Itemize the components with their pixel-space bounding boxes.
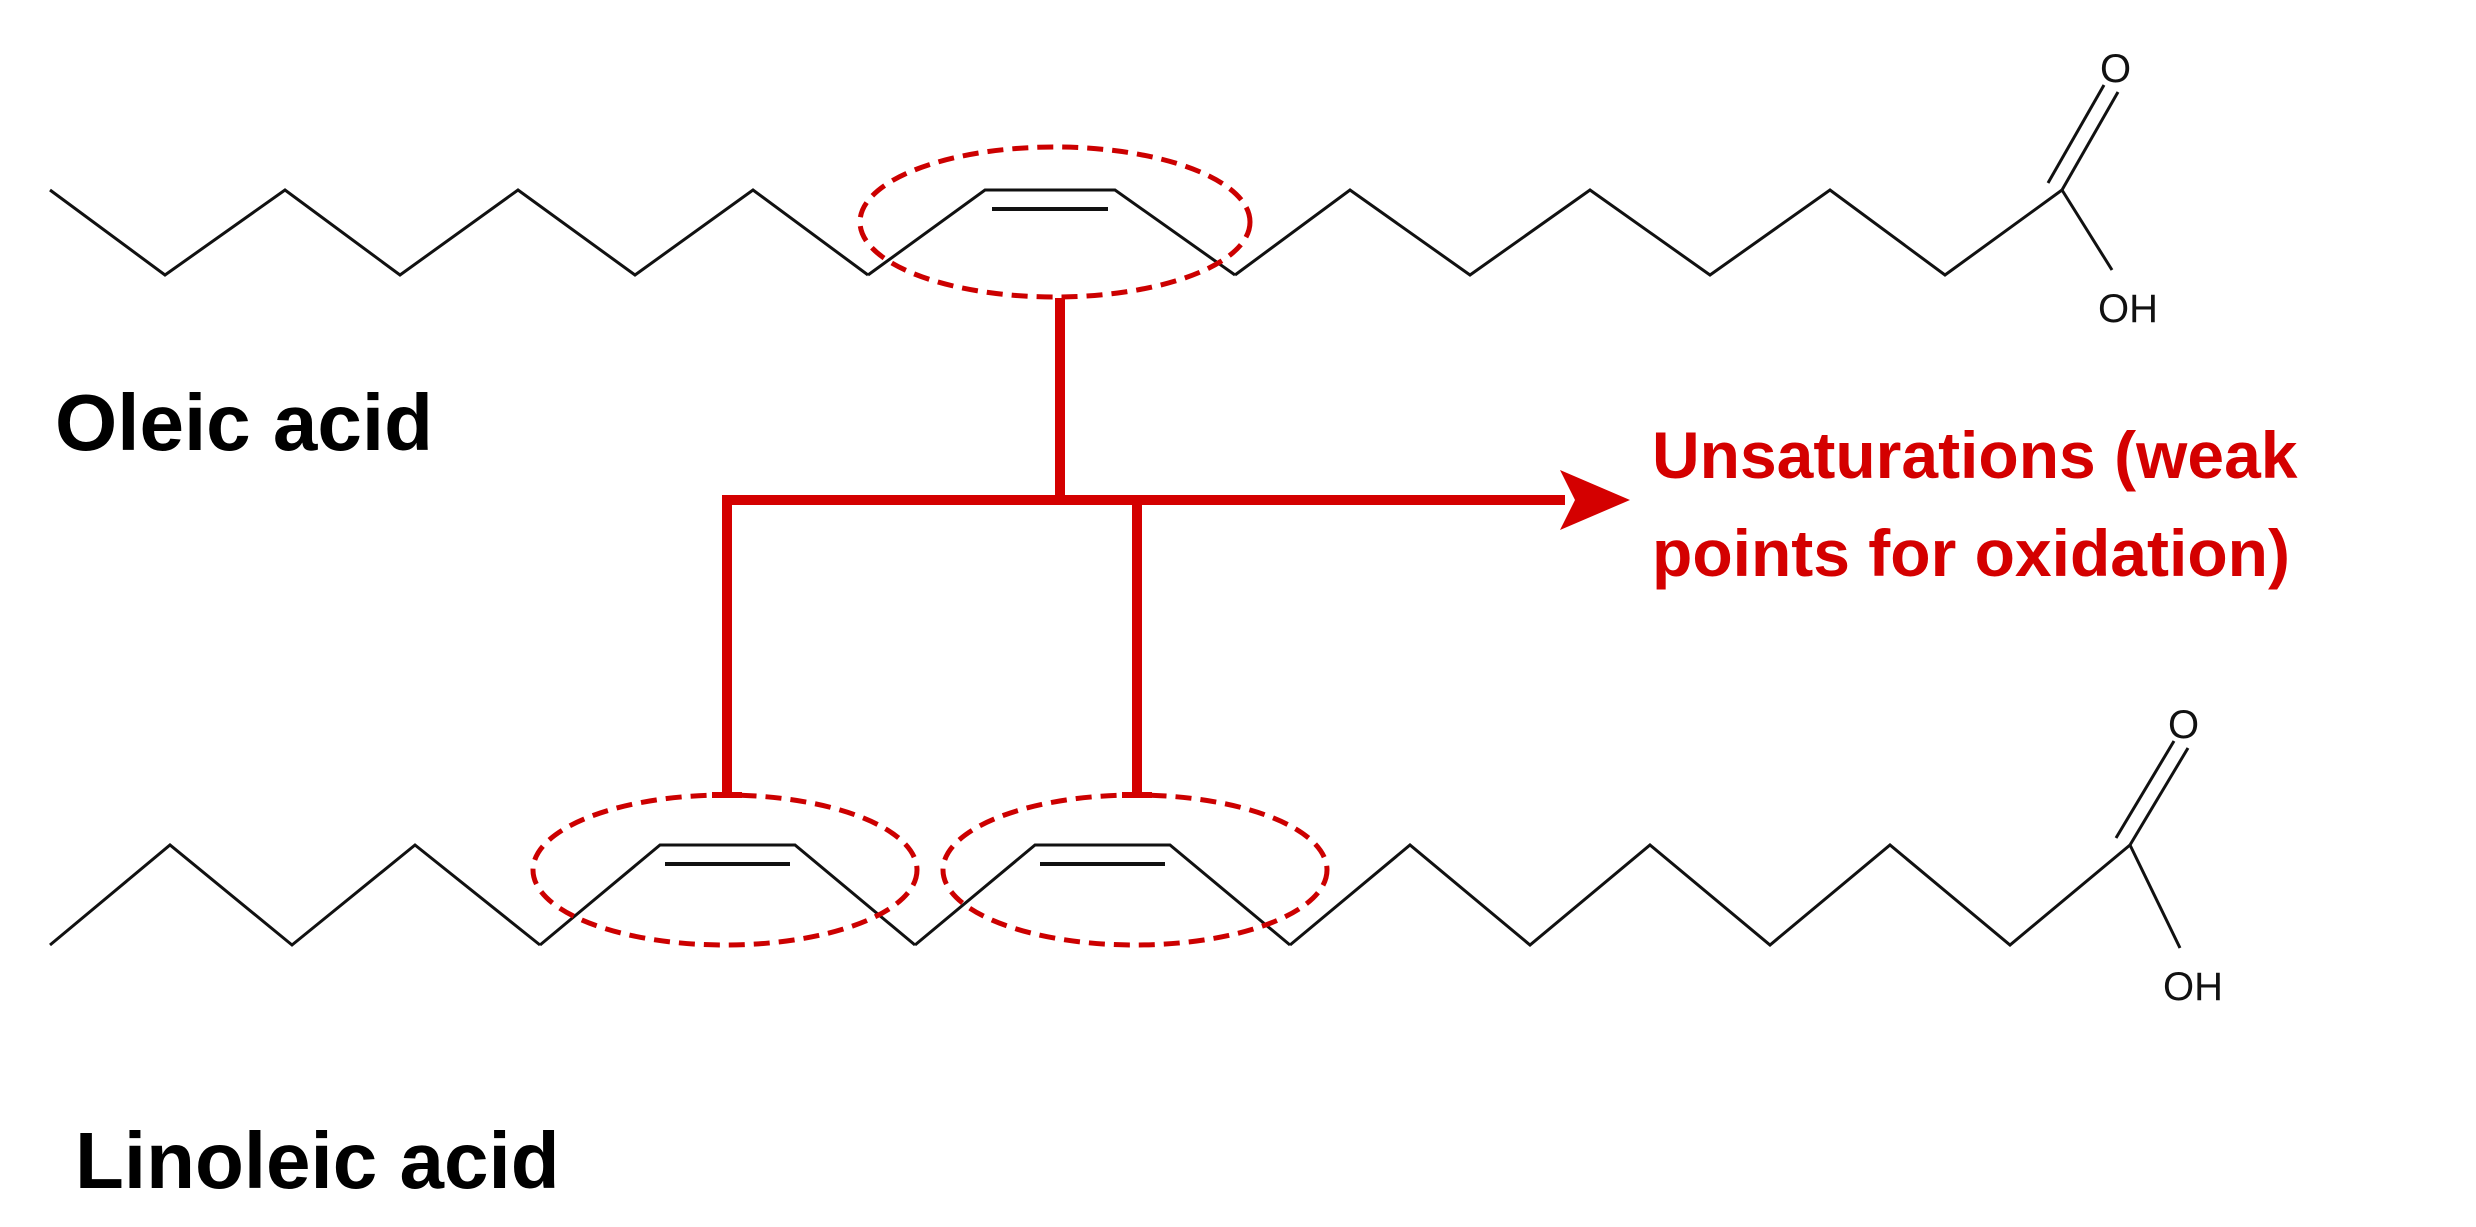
linoleic-unsaturation-highlight-2 [940,792,1330,948]
linoleic-carbon-chain-left [49,843,541,947]
oleic-unsaturation-highlight [857,144,1253,300]
oleic-carbonyl-bond-b [2046,84,2106,184]
linoleic-acid-label: Linoleic acid [75,1116,560,1205]
oleic-hydroxyl-group: OH [2098,287,2158,331]
oleic-carbon-chain-left [49,188,869,277]
oleic-carbonyl-oxygen: O [2100,47,2131,91]
oleic-double-bond-main [867,188,1236,277]
arrow-head-icon [1560,470,1630,530]
linoleic-carbonyl-bond-a [2128,747,2190,846]
linoleic-carbonyl-bond-b [2114,740,2176,839]
oleic-carbonyl-bond-a [2060,91,2120,191]
connector-lines [712,298,1630,798]
linoleic-hydroxyl-bond [2128,844,2182,949]
linoleic-carbon-chain-right [1289,843,2131,947]
linoleic-double-bond-2-main [914,843,1291,947]
linoleic-hydroxyl-group: OH [2163,965,2223,1009]
unsaturation-note-line-2: points for oxidation) [1652,516,2290,590]
oleic-carbon-chain-right [1234,188,2063,277]
linoleic-carbonyl-oxygen: O [2168,703,2199,747]
oleic-acid-label: Oleic acid [55,378,433,467]
linoleic-unsaturation-highlight-1 [530,792,920,948]
linoleic-acid-structure: O OH [49,703,2223,1009]
oleic-hydroxyl-bond [2060,189,2114,271]
unsaturation-note-line-1: Unsaturations (weak [1652,418,2298,492]
oleic-acid-structure: O OH [49,47,2158,331]
linoleic-double-bond-1-main [539,843,916,947]
